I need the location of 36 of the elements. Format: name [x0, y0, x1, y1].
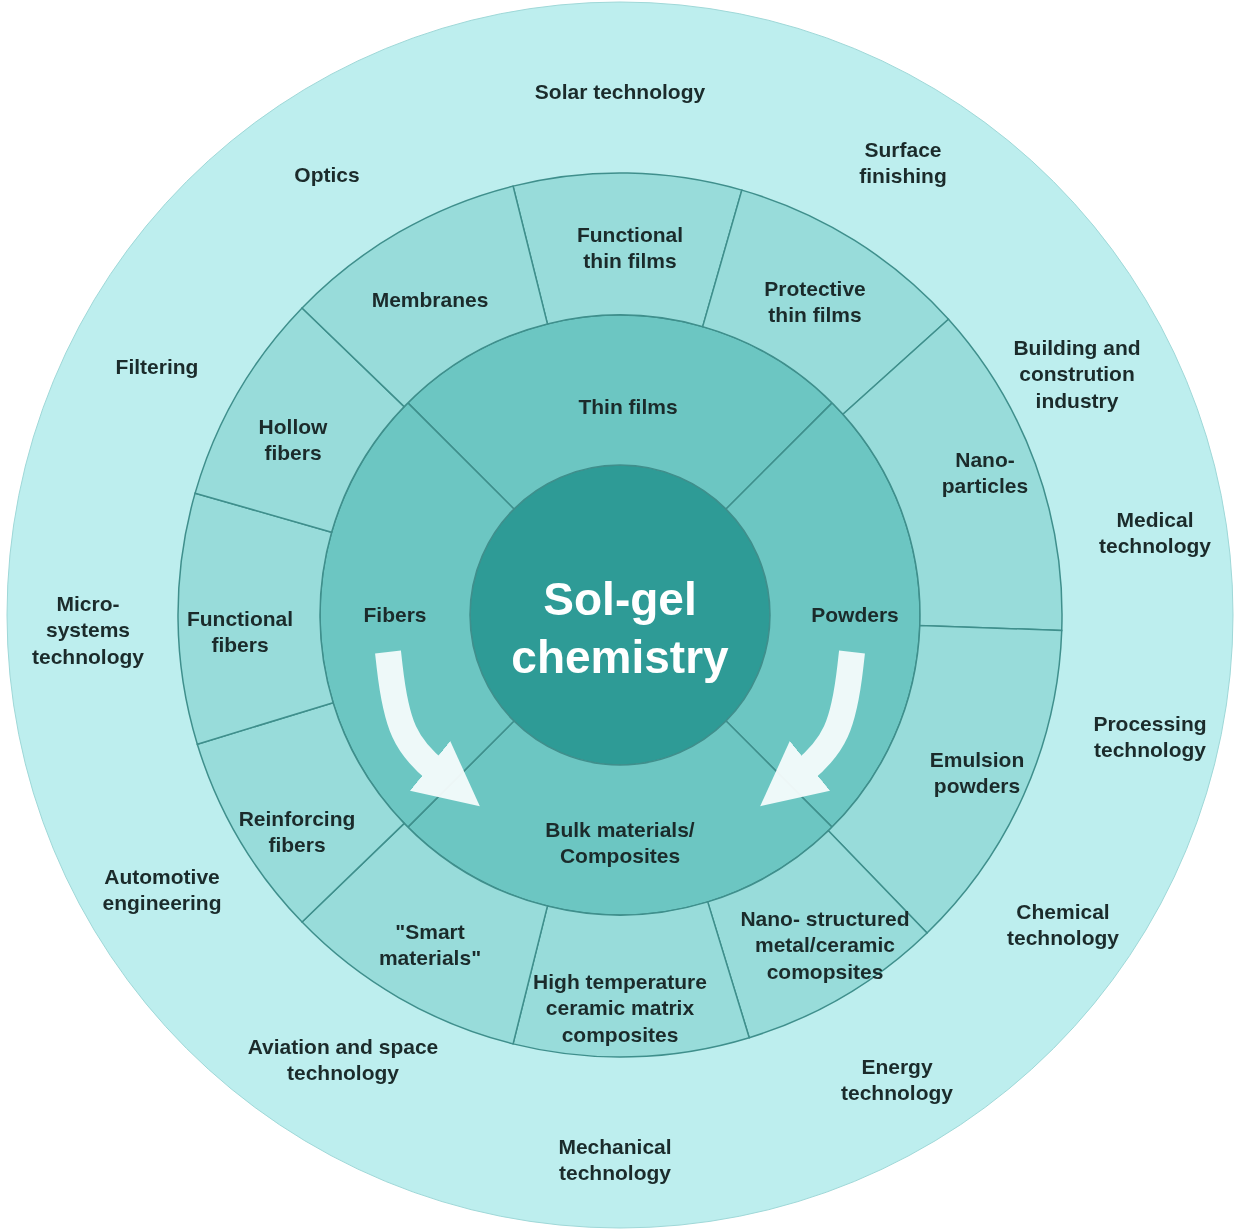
ring-segment: [512, 172, 743, 328]
application-label: Building and constrution industry: [1012, 334, 1142, 414]
segment-label: Fibers: [362, 601, 428, 628]
application-label: Mechanical technology: [557, 1133, 673, 1186]
center-circle: [469, 464, 771, 766]
ring-segment: [301, 185, 549, 408]
segment-label: Hollow fibers: [257, 413, 329, 466]
segment-label: Protective thin films: [763, 275, 867, 328]
application-label: Aviation and space technology: [246, 1033, 440, 1086]
application-label: Automotive engineering: [101, 863, 223, 916]
application-label: Medical technology: [1098, 506, 1212, 559]
curved-arrow: [760, 650, 865, 807]
application-label: Processing technology: [1092, 710, 1208, 763]
segment-label: "Smart materials": [377, 918, 483, 971]
application-label: Filtering: [114, 353, 200, 380]
application-label: Surface finishing: [858, 136, 948, 189]
segment-label: Thin films: [577, 393, 679, 420]
segment-label: Nano- particles: [940, 446, 1030, 499]
segment-label: Reinforcing fibers: [237, 805, 357, 858]
application-label: Optics: [293, 161, 361, 188]
ring-segment: [701, 189, 950, 415]
segment-label: Bulk materials/ Composites: [544, 816, 696, 869]
segment-label: Powders: [810, 601, 900, 628]
application-label: Chemical technology: [1006, 898, 1120, 951]
center-title: Sol-gel chemistry: [510, 571, 730, 685]
application-label: Micro- systems technology: [31, 590, 145, 670]
application-label: Solar technology: [533, 78, 707, 105]
segment-label: High temperature ceramic matrix composites: [532, 968, 708, 1048]
segment-label: Functional thin films: [575, 221, 685, 274]
ring-segment: [177, 492, 334, 745]
application-label: Energy technology: [840, 1053, 954, 1106]
segment-label: Functional fibers: [185, 605, 295, 658]
segment-label: Nano- structured metal/ceramic comopsites: [740, 905, 910, 985]
segment-label: Membranes: [370, 286, 490, 313]
curved-arrow: [375, 650, 480, 807]
segment-label: Emulsion powders: [928, 746, 1026, 799]
